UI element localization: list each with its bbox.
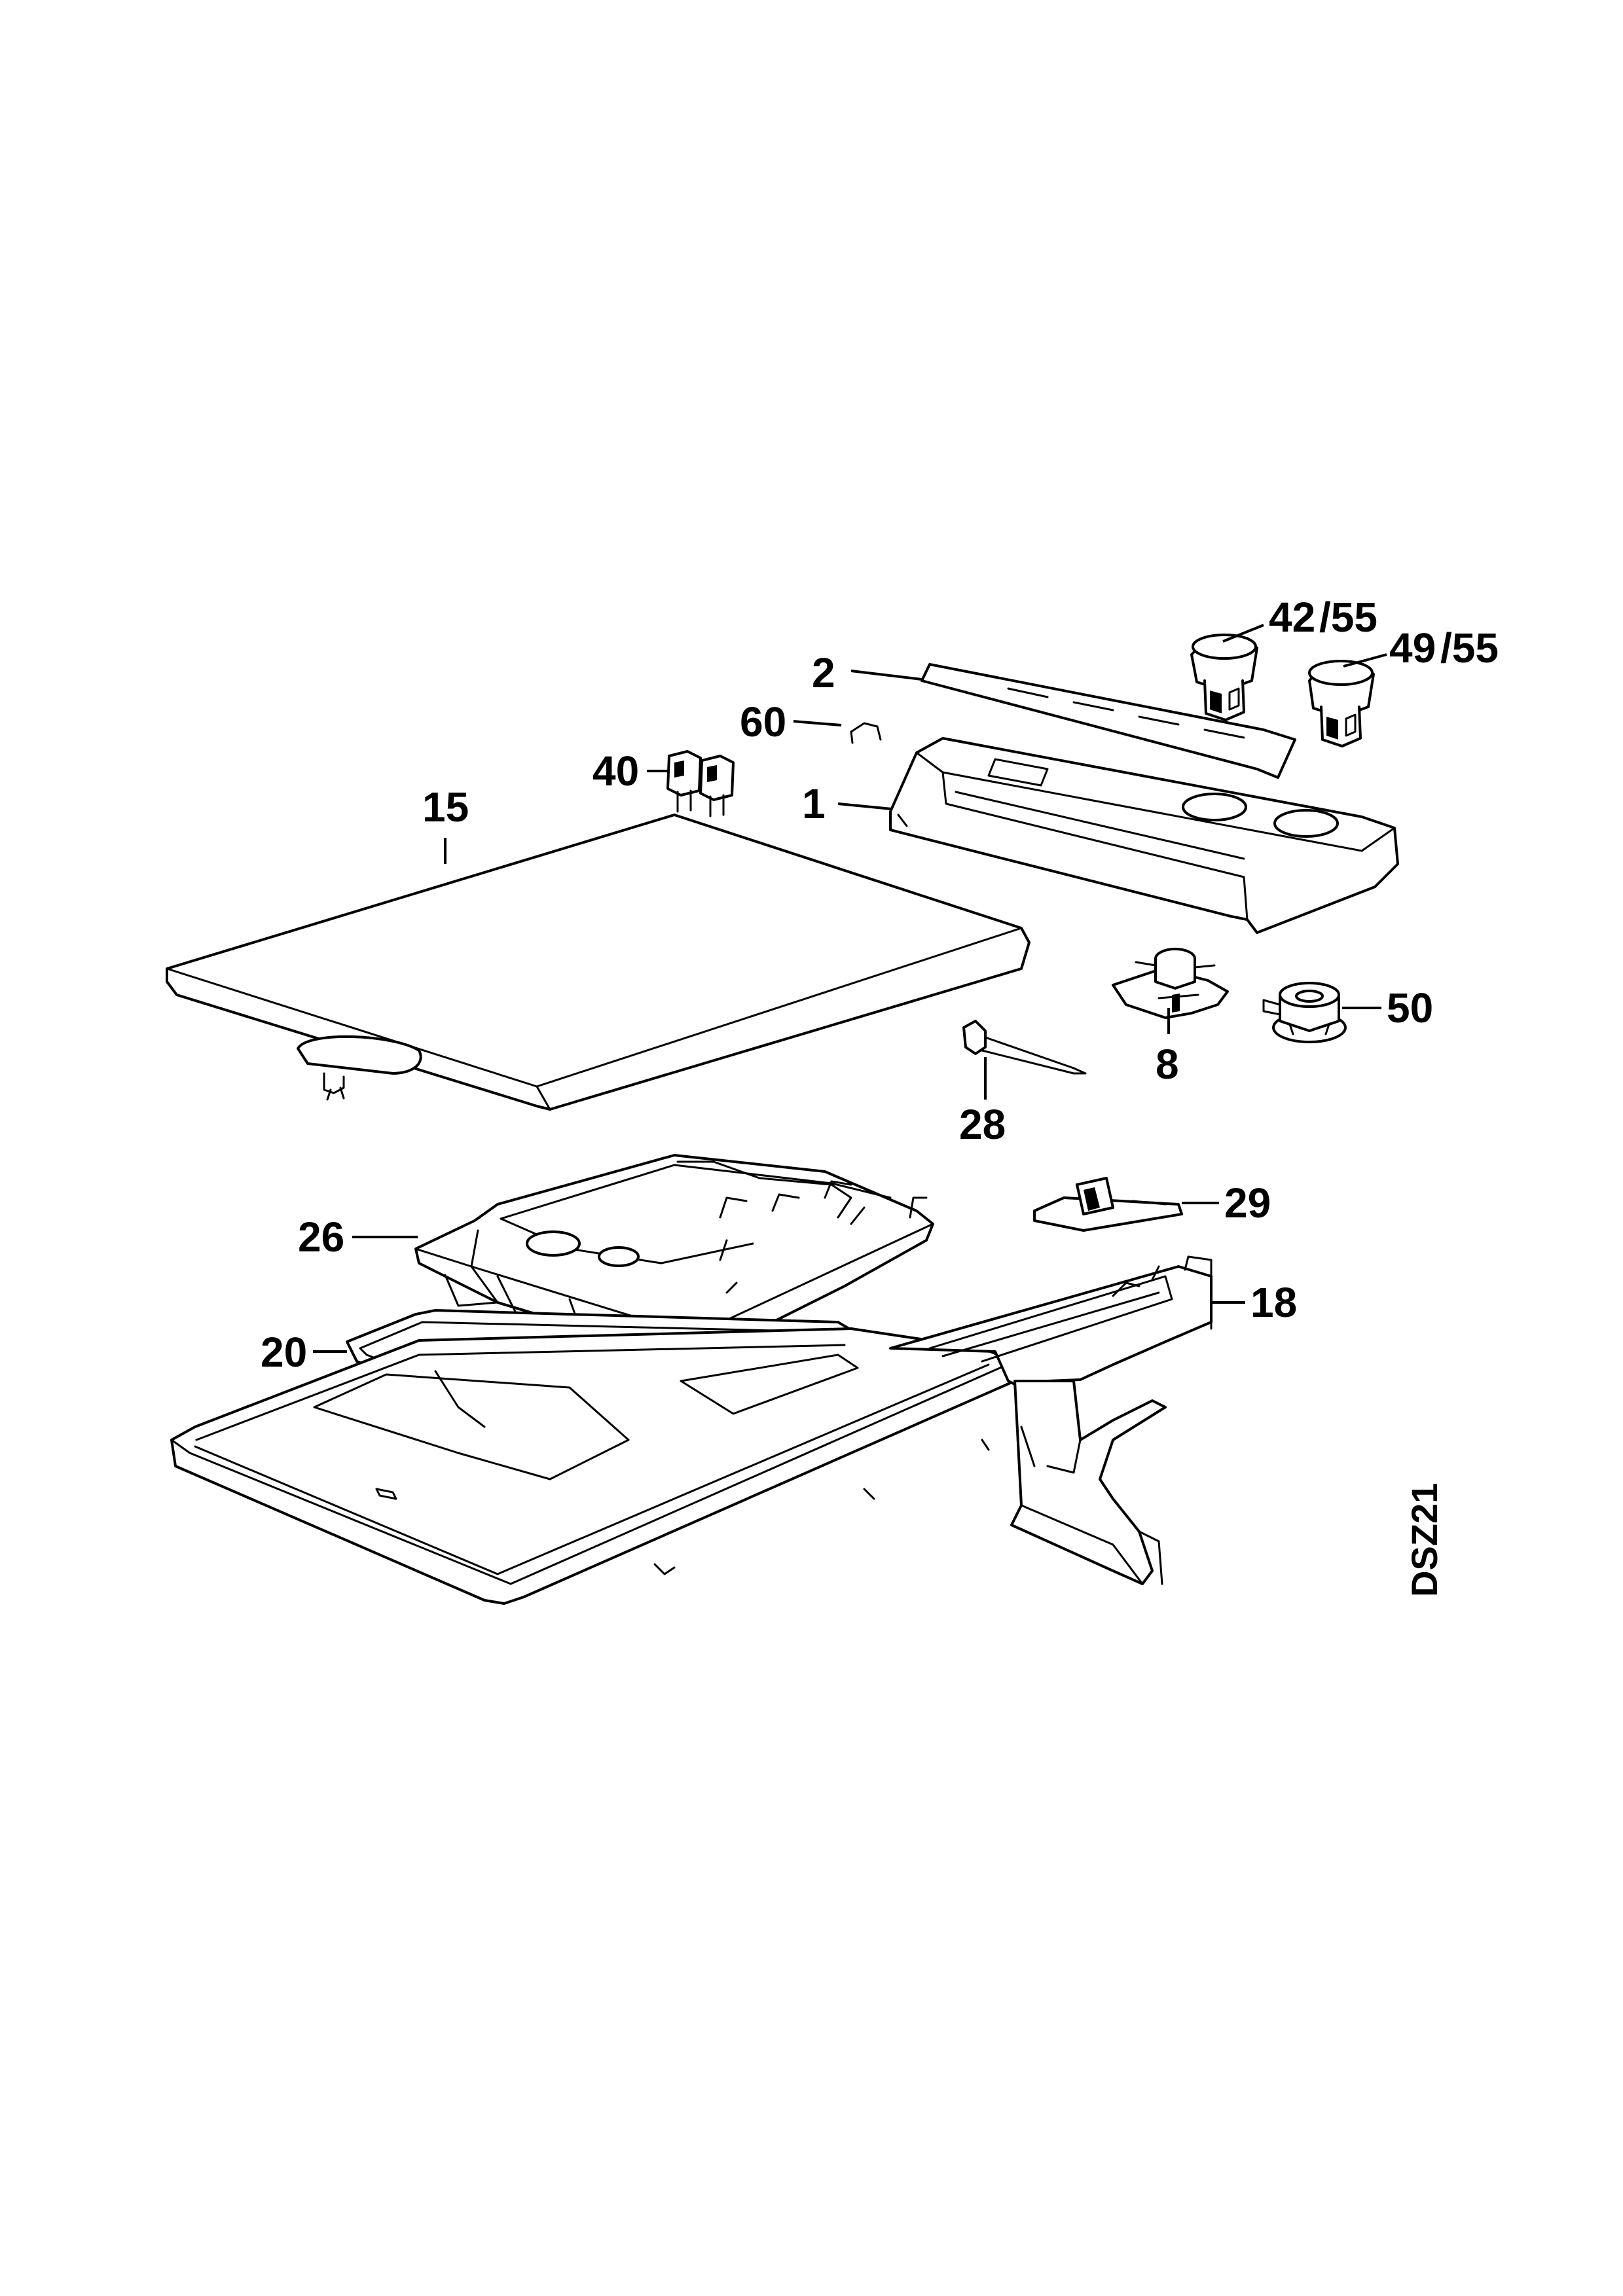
callout-26: 26 (298, 1213, 344, 1261)
part-28-pin (962, 1020, 1087, 1075)
part-2-decor-strip (921, 663, 1296, 779)
callout-42: 42 (1269, 594, 1315, 641)
callout-49: 49 (1389, 624, 1436, 672)
callout-2: 2 (812, 649, 835, 696)
leader-lines (313, 624, 1387, 1353)
callout-1: 1 (802, 780, 826, 827)
callout-50: 50 (1387, 984, 1433, 1031)
callout-40: 40 (593, 747, 639, 795)
callout-20: 20 (261, 1329, 307, 1376)
callout-15: 15 (422, 783, 469, 831)
part-29-latch (1033, 1177, 1183, 1232)
callout-8: 8 (1156, 1041, 1179, 1088)
part-18-rail (889, 1255, 1213, 1585)
part-15-lid (166, 814, 1030, 1111)
part-1-control-panel (889, 737, 1399, 934)
part-60-clip (850, 722, 882, 744)
callout-60: 60 (740, 698, 786, 745)
callout-42-55: /55 (1319, 594, 1377, 641)
part-50-valve (1262, 982, 1347, 1043)
part-42-knob (1190, 634, 1258, 721)
callout-49-55: /55 (1440, 624, 1499, 672)
callout-28: 28 (959, 1101, 1006, 1148)
drawing-code: DSZ21 (1404, 1483, 1445, 1597)
callout-29: 29 (1224, 1179, 1271, 1227)
part-8-valve (1112, 948, 1229, 1019)
callout-18: 18 (1250, 1279, 1297, 1326)
part-40-switches (666, 750, 735, 817)
callout-labels: 2 60 40 1 15 42 /55 49 /55 50 8 28 29 26… (261, 594, 1499, 1376)
part-49-knob (1308, 660, 1375, 747)
